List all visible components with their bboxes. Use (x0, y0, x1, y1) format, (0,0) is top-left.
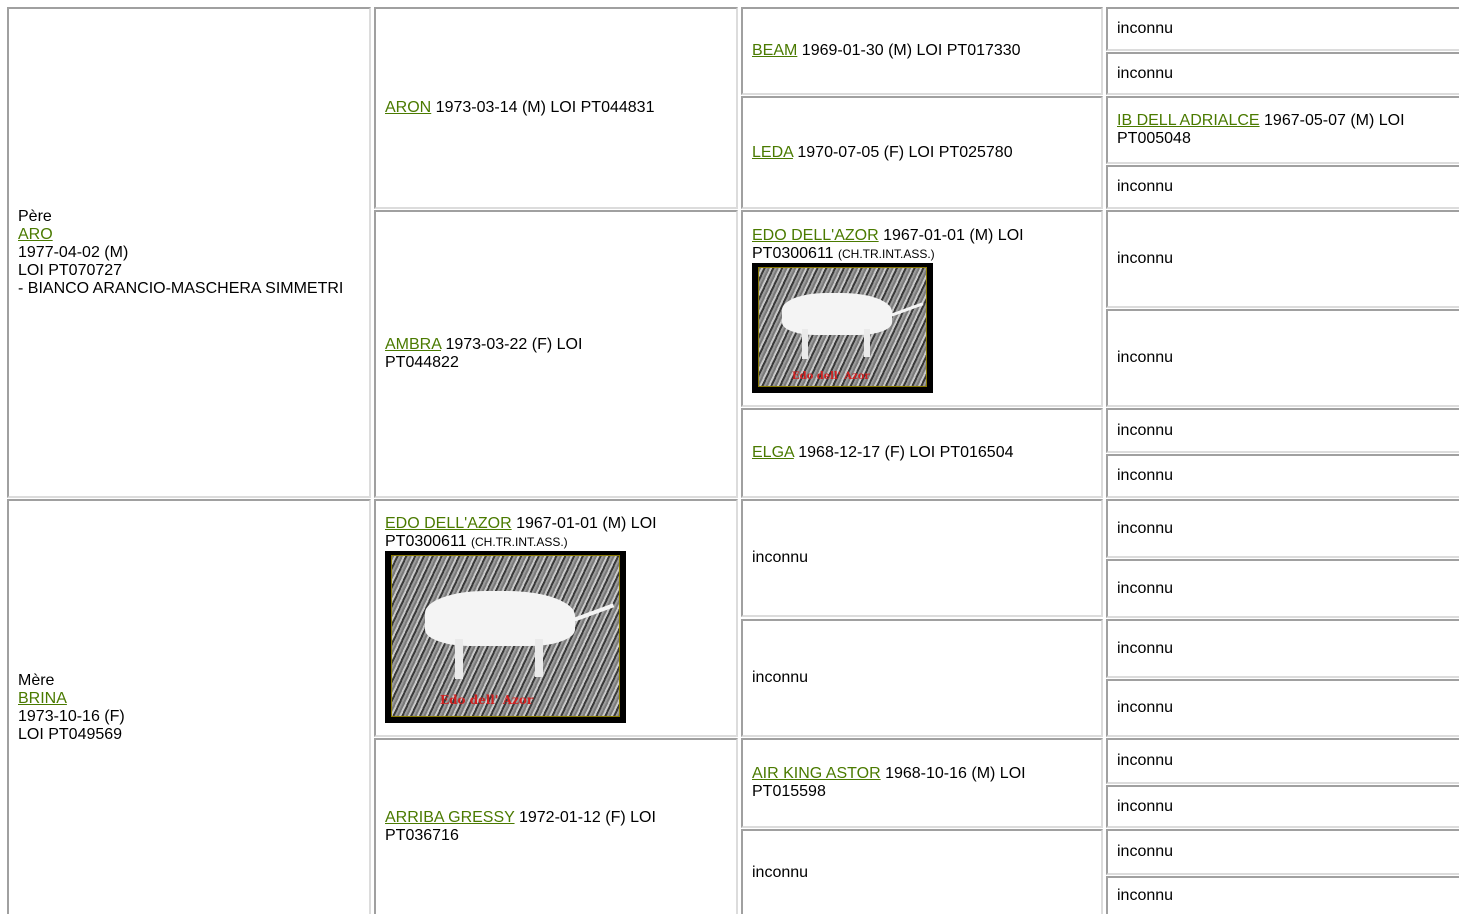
unknown-label: inconnu (1117, 467, 1174, 484)
unknown-cell: inconnu (1106, 876, 1459, 914)
photo-caption: Edo dell' Azor (792, 371, 870, 382)
unknown-cell: inconnu (1106, 454, 1459, 498)
ancestor-leda-details: 1970-07-05 (F) LOI PT025780 (792, 143, 1013, 161)
ancestor-edo-details: 1967-01-01 (M) LOI PT0300611 (385, 515, 657, 550)
unknown-cell: inconnu (1106, 829, 1459, 875)
ancestor-link-beam[interactable]: BEAM (752, 42, 798, 59)
unknown-label: inconnu (1117, 699, 1174, 716)
sire-dob: 1977-04-02 (M) (18, 243, 129, 261)
unknown-label: inconnu (1117, 887, 1174, 904)
ancestor-edo-info: EDO DELL'AZOR 1967-01-01 (M) LOI PT03006… (385, 515, 727, 723)
ancestor-link-air-king-astor[interactable]: AIR KING ASTOR (752, 765, 881, 782)
unknown-label: inconnu (1117, 349, 1174, 366)
unknown-cell: inconnu (1106, 679, 1459, 737)
unknown-cell: inconnu (741, 829, 1103, 914)
unknown-cell: inconnu (741, 499, 1103, 617)
unknown-cell: inconnu (1106, 7, 1459, 51)
unknown-label: inconnu (1117, 752, 1174, 769)
unknown-label: inconnu (1117, 64, 1174, 82)
ancestor-link-edo-dell-azor-2[interactable]: EDO DELL'AZOR (752, 227, 879, 244)
ancestor-edo-title: (CH.TR.INT.ASS.) (471, 535, 568, 549)
ancestor-arriba-details: 1972-01-12 (F) LOI PT036716 (385, 809, 656, 844)
photo-caption: Edo dell' Azor (440, 693, 534, 707)
ancestor-cell-elga: ELGA 1968-12-17 (F) LOI PT016504 (741, 408, 1103, 498)
unknown-cell: inconnu (1106, 499, 1459, 558)
unknown-cell: inconnu (1106, 210, 1459, 308)
unknown-cell: inconnu (1106, 52, 1459, 95)
sire-info: Père ARO 1977-04-02 (M) LOI PT070727 - B… (18, 208, 343, 298)
unknown-label: inconnu (1117, 519, 1174, 537)
ancestor-elga-details: 1968-12-17 (F) LOI PT016504 (793, 444, 1014, 461)
ancestor-cell-air-king-astor: AIR KING ASTOR 1968-10-16 (M) LOI PT0155… (741, 738, 1103, 828)
ancestor-aron-details: 1973-03-14 (M) LOI PT044831 (431, 99, 655, 116)
ancestor-ib-details: 1967-05-07 (M) LOI PT005048 (1117, 112, 1405, 147)
unknown-label: inconnu (1117, 797, 1174, 815)
unknown-label: inconnu (1117, 178, 1174, 195)
ancestor-beam-details: 1969-01-30 (M) LOI PT017330 (797, 42, 1021, 59)
ancestor-elga-info: ELGA 1968-12-17 (F) LOI PT016504 (752, 444, 1014, 462)
ancestor-beam-info: BEAM 1969-01-30 (M) LOI PT017330 (752, 42, 1021, 60)
ancestor-cell-edo-dell-azor-sire-side: EDO DELL'AZOR 1967-01-01 (M) LOI PT03006… (741, 210, 1103, 407)
ancestor-link-aron[interactable]: ARON (385, 99, 432, 116)
ancestor-edo2-title: (CH.TR.INT.ASS.) (838, 247, 935, 261)
ancestor-link-elga[interactable]: ELGA (752, 444, 794, 461)
unknown-cell: inconnu (1106, 309, 1459, 407)
unknown-label: inconnu (752, 669, 809, 686)
ancestor-arriba-info: ARRIBA GRESSY 1972-01-12 (F) LOI PT03671… (385, 809, 727, 845)
ancestor-link-leda[interactable]: LEDA (752, 143, 793, 161)
unknown-label: inconnu (1117, 843, 1174, 860)
unknown-cell: inconnu (1106, 408, 1459, 453)
dog-photo: Edo dell' Azor (385, 551, 626, 723)
ancestor-ambra-details: 1973-03-22 (F) LOI PT044822 (385, 336, 583, 371)
ancestor-edo2-details: 1967-01-01 (M) LOI PT0300611 (752, 227, 1024, 262)
ancestor-cell-leda: LEDA 1970-07-05 (F) LOI PT025780 (741, 96, 1103, 209)
unknown-label: inconnu (1117, 579, 1174, 597)
dam-dob: 1973-10-16 (F) (18, 707, 125, 725)
unknown-label: inconnu (752, 863, 809, 881)
sire-cell: Père ARO 1977-04-02 (M) LOI PT070727 - B… (7, 7, 371, 498)
unknown-cell: inconnu (1106, 559, 1459, 618)
sire-color: - BIANCO ARANCIO-MASCHERA SIMMETRI (18, 279, 344, 297)
ancestor-ib-info: IB DELL ADRIALCE 1967-05-07 (M) LOI PT00… (1117, 112, 1450, 148)
dam-link[interactable]: BRINA (18, 689, 67, 707)
unknown-cell: inconnu (1106, 785, 1459, 828)
ancestor-link-ambra[interactable]: AMBRA (385, 336, 442, 353)
sire-registration: LOI PT070727 (18, 261, 123, 279)
unknown-label: inconnu (1117, 421, 1174, 439)
unknown-label: inconnu (752, 549, 809, 566)
ancestor-cell-aron: ARON 1973-03-14 (M) LOI PT044831 (374, 7, 738, 209)
ancestor-cell-edo-dell-azor-dam-side: EDO DELL'AZOR 1967-01-01 (M) LOI PT03006… (374, 499, 738, 737)
ancestor-edo2-info: EDO DELL'AZOR 1967-01-01 (M) LOI PT03006… (752, 227, 1092, 393)
unknown-cell: inconnu (1106, 738, 1459, 784)
unknown-cell: inconnu (1106, 165, 1459, 209)
unknown-label: inconnu (1117, 20, 1174, 37)
ancestor-leda-info: LEDA 1970-07-05 (F) LOI PT025780 (752, 144, 1013, 162)
ancestor-ambra-info: AMBRA 1973-03-22 (F) LOI PT044822 (385, 336, 655, 372)
ancestor-cell-beam: BEAM 1969-01-30 (M) LOI PT017330 (741, 7, 1103, 95)
ancestor-cell-ambra: AMBRA 1973-03-22 (F) LOI PT044822 (374, 210, 738, 498)
ancestor-link-ib-dell-adrialce[interactable]: IB DELL ADRIALCE (1117, 112, 1260, 129)
unknown-label: inconnu (1117, 639, 1174, 657)
ancestor-link-arriba-gressy[interactable]: ARRIBA GRESSY (385, 809, 515, 826)
unknown-cell: inconnu (1106, 619, 1459, 678)
unknown-label: inconnu (1117, 250, 1174, 267)
dog-photo: Edo dell' Azor (752, 263, 933, 393)
ancestor-cell-arriba-gressy: ARRIBA GRESSY 1972-01-12 (F) LOI PT03671… (374, 738, 738, 914)
dam-cell: Mère BRINA 1973-10-16 (F) LOI PT049569 (7, 499, 371, 914)
sire-role-label: Père (18, 207, 52, 225)
ancestor-aron-info: ARON 1973-03-14 (M) LOI PT044831 (385, 99, 654, 117)
sire-link[interactable]: ARO (18, 225, 53, 243)
ancestor-airking-details: 1968-10-16 (M) LOI PT015598 (752, 765, 1026, 800)
unknown-cell: inconnu (741, 619, 1103, 737)
dam-registration: LOI PT049569 (18, 725, 123, 743)
ancestor-cell-ib-dell-adrialce: IB DELL ADRIALCE 1967-05-07 (M) LOI PT00… (1106, 96, 1459, 164)
ancestor-link-edo-dell-azor[interactable]: EDO DELL'AZOR (385, 515, 512, 532)
ancestor-airking-info: AIR KING ASTOR 1968-10-16 (M) LOI PT0155… (752, 765, 1092, 801)
dam-role-label: Mère (18, 671, 55, 689)
dam-info: Mère BRINA 1973-10-16 (F) LOI PT049569 (18, 672, 125, 744)
